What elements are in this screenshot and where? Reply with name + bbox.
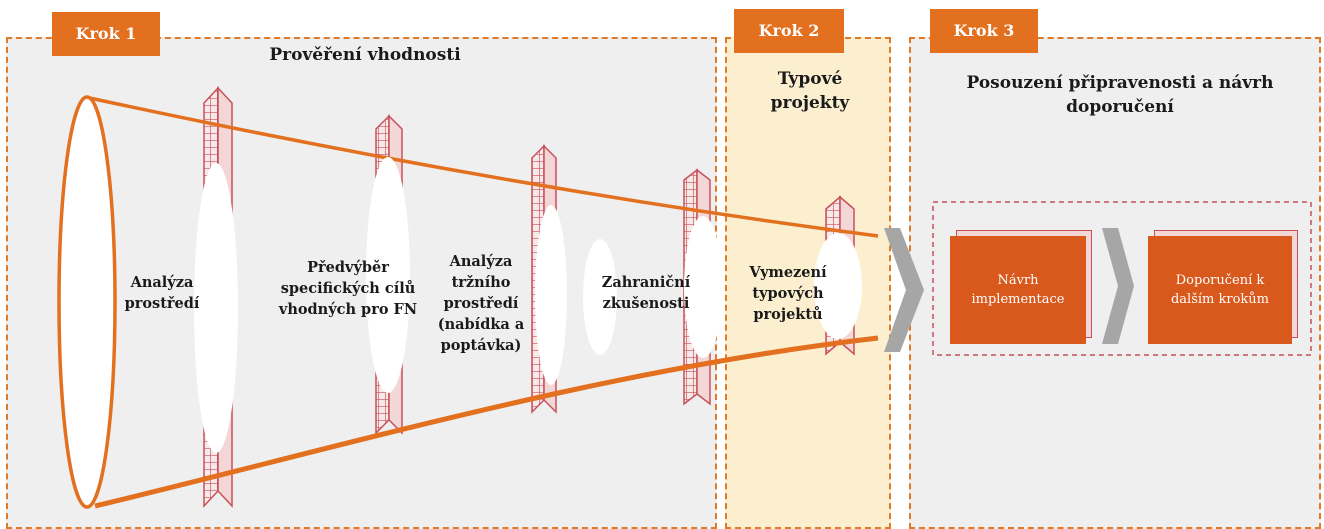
funnel-bottom-line (94, 335, 879, 509)
implementation-box: Návrh implementace (950, 236, 1086, 344)
step3-heading: Posouzení připravenosti a návrh doporuče… (966, 73, 1274, 117)
funnel-top-line (84, 95, 879, 238)
step2-panel (725, 37, 891, 529)
results-frame (932, 201, 1312, 356)
step2-tab: Krok 2 (734, 9, 844, 53)
lens-3 (535, 205, 567, 385)
step2-heading: Typové projekty (770, 69, 850, 113)
funnel-mouth (57, 95, 117, 509)
grey-arrow-icon (884, 228, 924, 352)
recommendation-box: Doporučení k dalším krokům (1148, 236, 1292, 344)
lens-4 (583, 239, 617, 355)
step1-tab: Krok 1 (52, 12, 160, 56)
lens-6 (814, 233, 862, 339)
stage-label-3: Analýza tržního prostředí (nabídka a pop… (437, 253, 525, 354)
lens-1 (194, 163, 238, 453)
step1-heading: Prověření vhodnosti (269, 45, 461, 65)
stage-label-1: Analýza prostředí (124, 274, 200, 312)
stage-label-2: Předvýběr specifických cílů vhodných pro… (278, 259, 418, 318)
lens-5 (684, 216, 722, 358)
lens-2 (366, 157, 410, 393)
step3-tab: Krok 3 (930, 9, 1038, 53)
stage-label-5: Vymezení typových projektů (749, 264, 827, 323)
chevron-arrow-icon (1102, 228, 1134, 344)
stage-label-4: Zahraniční zkušenosti (601, 274, 691, 312)
